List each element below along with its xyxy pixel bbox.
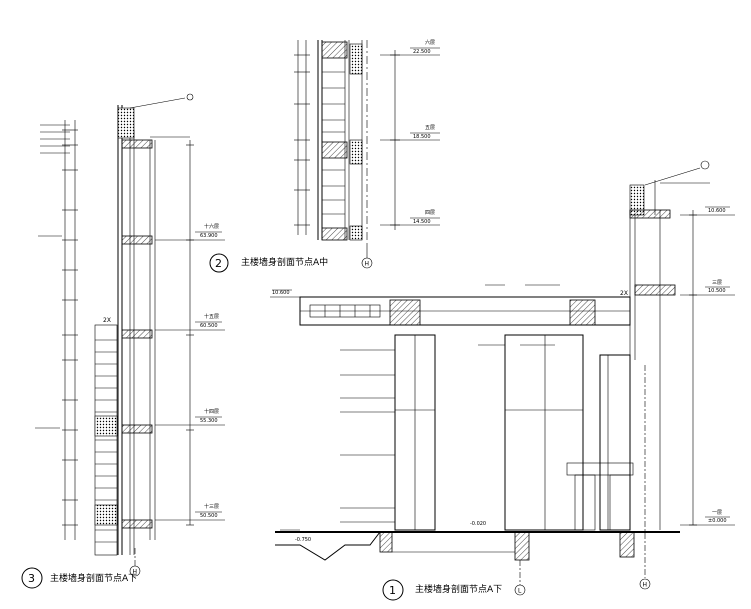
- level-4-name: 四层: [425, 210, 435, 216]
- level-15-name: 十五层: [204, 313, 219, 320]
- level-6-value: 22.500: [413, 49, 431, 55]
- level-5-name: 五层: [425, 125, 435, 131]
- canopy-level: 10.600: [272, 290, 290, 296]
- detail-2-number: 2: [215, 257, 222, 270]
- detail-3-section: 十六层 63.900 十五层 60.500 十四层 55.300 十三层 50.…: [21, 93, 225, 589]
- detail-2-axis: H: [365, 261, 370, 268]
- level-6-name: 六层: [425, 39, 435, 46]
- detail-3-axis: H: [133, 569, 138, 576]
- level-3-value: 10.500: [708, 288, 726, 294]
- level-16-value: 63.900: [200, 233, 218, 239]
- detail-3-2x: 2X: [103, 317, 111, 324]
- level-1-name: 一层: [712, 510, 722, 516]
- detail-1-number: 1: [389, 584, 396, 597]
- level-14-value: 55.300: [200, 418, 218, 424]
- detail-1-axis-h: H: [643, 582, 648, 589]
- level-3-name: 三层: [712, 280, 722, 286]
- floor-level-neg: -0.020: [470, 521, 486, 527]
- level-1-value: ±0.000: [708, 518, 727, 524]
- detail-3-dim-ticks: [62, 129, 78, 526]
- level-16-name: 十六层: [204, 223, 219, 230]
- detail-2-title: 主楼墙身剖面节点A中: [241, 256, 328, 268]
- level-13-value: 50.500: [200, 513, 218, 519]
- level-5-value: 18.500: [413, 134, 431, 140]
- detail-1-axis-l: L: [518, 588, 522, 595]
- detail-1-section: 10.600 三层 10.500 一层 ±0.000 10.600 -0.750…: [270, 160, 735, 601]
- detail-3-title: 主楼墙身剖面节点A下: [50, 572, 137, 584]
- detail-2-section: 六层 22.500 五层 18.500 四层 14.500 H 2 主楼墙身剖面…: [209, 39, 440, 273]
- level-13-name: 十三层: [204, 503, 219, 510]
- level-15-value: 60.500: [200, 323, 218, 329]
- detail-3-number: 3: [28, 572, 35, 585]
- level-14-name: 十四层: [204, 408, 219, 415]
- detail-1-title: 主楼墙身剖面节点A下: [415, 583, 502, 595]
- ground-level-neg: -0.750: [295, 537, 311, 543]
- detail-1-2x: 2X: [620, 290, 628, 297]
- level-r-1-value: 10.600: [708, 208, 726, 214]
- level-4-value: 14.500: [413, 219, 431, 225]
